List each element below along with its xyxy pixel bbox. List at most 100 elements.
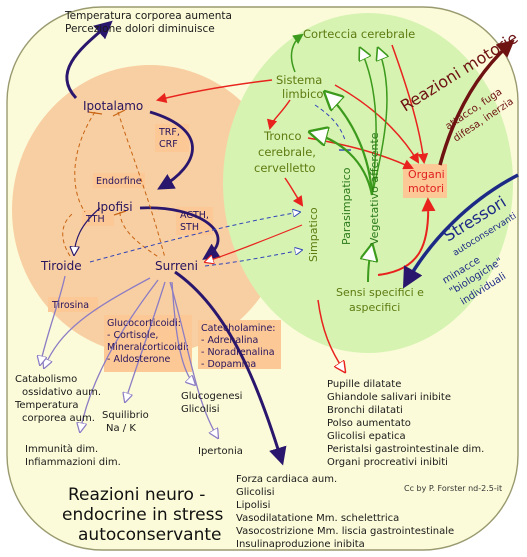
gluco-line3: Mineralcorticoidi: bbox=[107, 342, 189, 353]
cate-line2: - Adrenalina bbox=[201, 335, 258, 346]
tronco-line3: cervelletto bbox=[254, 161, 316, 175]
inhibit-tth-ipotalamo-bar bbox=[87, 111, 103, 115]
arrow-limbico-to-organi bbox=[334, 84, 420, 164]
organi-motori-line2: motori bbox=[408, 182, 444, 195]
forza-line6: Insulinaproduzione inibita bbox=[236, 539, 365, 550]
forza-line3: Lipolisi bbox=[236, 500, 270, 511]
organi-motori-box bbox=[403, 164, 447, 198]
branch-squilibrio bbox=[125, 281, 166, 402]
sensi-line2: aspecifici bbox=[349, 301, 400, 314]
forza-line2: Glicolisi bbox=[236, 487, 274, 498]
ipofisi-label: Ipofisi bbox=[97, 200, 133, 214]
parasimpatico-label: Parasimpatico bbox=[340, 167, 353, 245]
dash-tiroide-simpatico bbox=[89, 212, 300, 263]
dash-surreni-simpatico bbox=[204, 250, 302, 267]
tiroide-label: Tiroide bbox=[40, 259, 82, 273]
pupille-line1: Pupille dilatate bbox=[327, 379, 401, 390]
tth-box bbox=[82, 210, 114, 226]
title-line2: endocrine in stress bbox=[62, 505, 223, 525]
forza-line1: Forza cardiaca aum. bbox=[236, 474, 337, 485]
pupille-line7: Organi procreativi inibiti bbox=[327, 457, 448, 468]
forza-line5: Vasocostrizione Mm. liscia gastrointesti… bbox=[236, 526, 454, 537]
tth-label: TTH bbox=[85, 214, 105, 225]
catabolismo-line3: Temperatura bbox=[14, 400, 79, 411]
pupille-line5: Glicolisi epatica bbox=[327, 431, 406, 442]
branch-immunita bbox=[80, 279, 159, 432]
tronco-line1: Tronco bbox=[263, 129, 302, 143]
endorfine-box bbox=[93, 173, 145, 188]
arrow-ipotalamo-to-ipofisi bbox=[149, 110, 194, 190]
squilibrio-line1: Squilibrio bbox=[102, 410, 149, 421]
organi-motori-line1: Organi bbox=[408, 168, 445, 181]
sistema-limbico-line2: limbico bbox=[282, 87, 323, 101]
sistema-limbico-line1: Sistema bbox=[276, 73, 322, 87]
arrow-ipofisi-to-tiroide bbox=[74, 207, 101, 255]
branch-ipertonia bbox=[169, 281, 218, 438]
arrow-limbico-to-tronco bbox=[266, 99, 291, 131]
arrow-ipotalamo-to-top bbox=[65, 20, 113, 100]
glucogenesi-line2: Glicolisi bbox=[181, 404, 219, 415]
credit-label: Cc by P. Forster nd-2.5-it bbox=[404, 484, 502, 493]
arrow-corteccia-to-organi bbox=[391, 44, 429, 165]
endocrine-zone bbox=[12, 65, 288, 355]
arrow-simpatico-to-pupille bbox=[317, 299, 345, 372]
squilibrio-line2: Na / K bbox=[106, 423, 136, 434]
tirosina-box bbox=[48, 297, 98, 312]
tronco-line2: cerebrale, bbox=[258, 145, 316, 159]
inhibit-tiroide-ipofisi bbox=[62, 213, 73, 257]
arrow-limbico-to-ipotalamo bbox=[155, 79, 273, 104]
catabolismo-line4: corporea aum. bbox=[22, 413, 95, 424]
tirosina-label: Tirosina bbox=[51, 300, 89, 311]
simpatico-label: Simpatico bbox=[307, 207, 320, 262]
sensi-line1: Sensi specifici e bbox=[336, 286, 424, 299]
gluco-box bbox=[104, 315, 192, 372]
corteccia-label: Corteccia cerebrale bbox=[303, 27, 415, 41]
catabolismo-line2: ossidativo aum. bbox=[22, 387, 101, 398]
gluco-line4: - Aldosterone bbox=[107, 354, 170, 365]
cate-line1: Catecholamine: bbox=[201, 323, 276, 334]
gluco-line2: - Cortisole, bbox=[107, 330, 158, 341]
pupille-line3: Bronchi dilatati bbox=[327, 405, 403, 416]
endorfine-label: Endorfine bbox=[96, 176, 142, 187]
inhibit-surreni-ipotalamo-bar bbox=[112, 109, 126, 117]
catabolismo-line1: Catabolismo bbox=[15, 374, 77, 385]
inhibit-surreni-ipotalamo bbox=[117, 111, 166, 259]
branch-glucogenesi bbox=[171, 281, 195, 385]
arrow-ipofisi-to-surreni bbox=[139, 206, 221, 260]
ipotalamo-label: Ipotalamo bbox=[83, 99, 143, 113]
arrow-reazioni-motorie bbox=[438, 39, 515, 166]
top-effects-line2: Percezione dolori diminuisce bbox=[65, 23, 215, 35]
arrow-stressori bbox=[402, 173, 519, 289]
arrow-sensi-to-organi bbox=[377, 197, 436, 276]
arrow-surreni-to-forza bbox=[174, 270, 287, 466]
inhibit-surreni-ipofisi bbox=[119, 211, 161, 259]
pupille-line4: Polso aumentato bbox=[327, 418, 411, 429]
immunita-line1: Immunità dim. bbox=[25, 443, 98, 455]
branch-tiroide-catabolismo bbox=[40, 275, 66, 365]
arrow-vegetativo-to-limbico bbox=[325, 92, 374, 196]
immunita-line2: Infiammazioni dim. bbox=[25, 457, 121, 468]
arrow-vegetativo-to-tronco bbox=[310, 132, 374, 196]
arrow-limbico-to-corteccia bbox=[290, 33, 304, 73]
acth-sth-line2: STH bbox=[180, 222, 199, 233]
acth-sth-line1: ACTH, bbox=[180, 210, 209, 221]
cate-line4: - Dopamina bbox=[201, 359, 256, 370]
ipertonia-label: Ipertonia bbox=[198, 446, 243, 457]
arrow-sensi-to-vegetativo bbox=[368, 245, 372, 283]
inhibit-surreni-ipofisi-bar bbox=[113, 210, 127, 216]
arrow-vegetativo-to-corteccia-b bbox=[371, 48, 387, 196]
title-line3: autoconservante bbox=[78, 525, 221, 545]
surreni-label: Surreni bbox=[155, 259, 198, 273]
branch-catabolismo bbox=[44, 277, 151, 368]
arrow-simpatico-to-surreni bbox=[205, 224, 303, 262]
glucogenesi-line1: Glucogenesi bbox=[181, 391, 242, 402]
dash-limbico-parasimpatico bbox=[314, 104, 346, 141]
arrow-vegetativo-to-corteccia-a bbox=[360, 48, 377, 196]
pupille-line6: Peristalsi gastrointestinale dim. bbox=[327, 444, 484, 455]
pupille-line2: Ghiandole salivari inibite bbox=[327, 392, 451, 403]
vegetativo-label: Vegetativo afferente bbox=[368, 132, 381, 245]
gluco-line1: Glucocorticoidi: bbox=[107, 318, 181, 329]
trf-crf-line1: TRF, bbox=[158, 127, 180, 138]
